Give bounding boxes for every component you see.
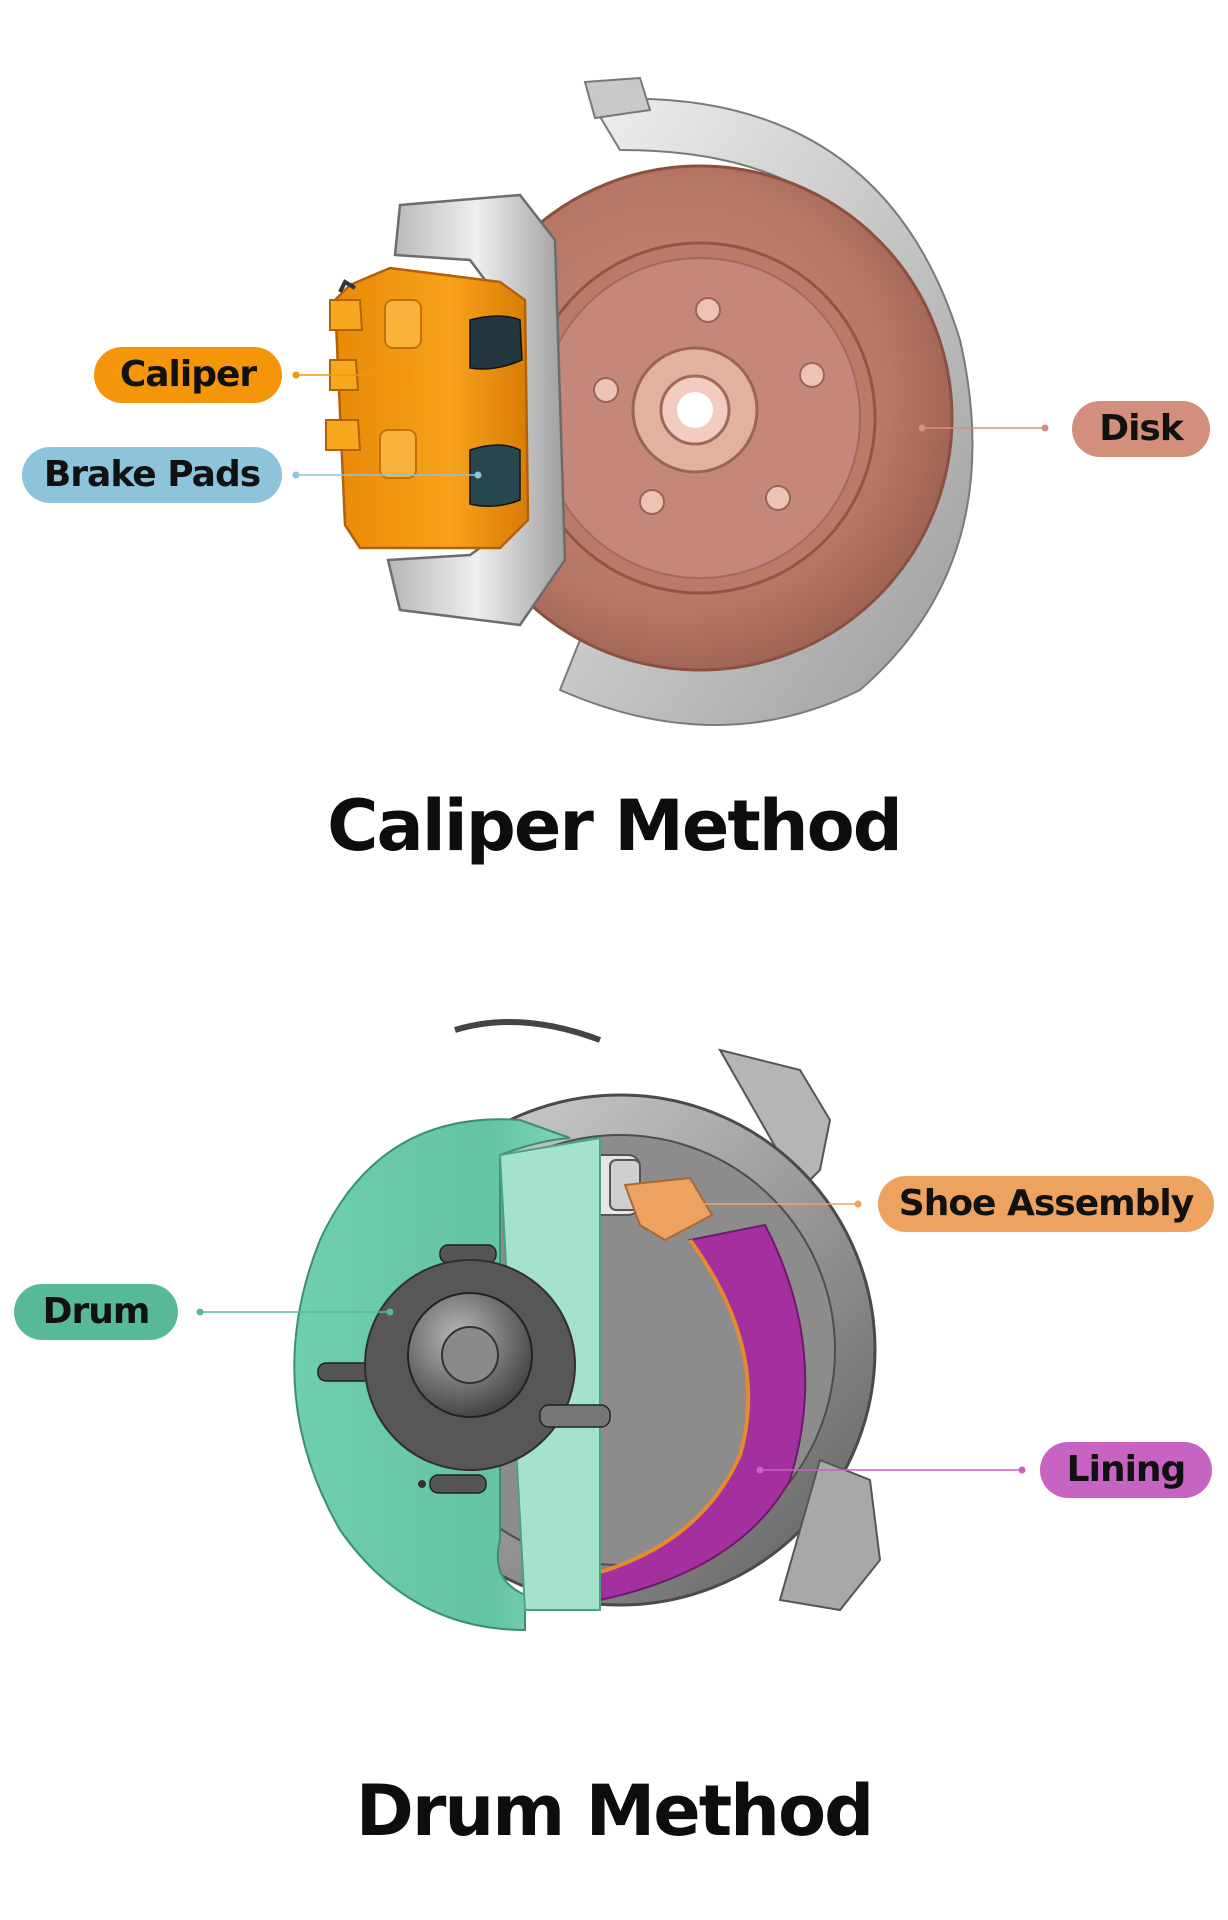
caliper-leader-line <box>292 371 414 379</box>
disk-leader-line <box>918 424 1049 432</box>
disc-brake-illustration <box>292 76 1049 726</box>
disk-label: Disk <box>1072 401 1210 457</box>
lining-label: Lining <box>1040 1442 1212 1498</box>
lining-leader-line <box>756 1466 1026 1474</box>
shoe-assembly-leader-line <box>696 1200 862 1208</box>
disk-rotor <box>446 164 954 672</box>
shoe-assembly-label: Shoe Assembly <box>878 1176 1214 1232</box>
drum-method-title: Drum Method <box>355 1770 874 1852</box>
brake-pads-label: Brake Pads <box>22 447 282 503</box>
drum-method-figure: Drum Shoe Assembly Lining Drum Method <box>0 1010 1228 1920</box>
caliper-method-title: Caliper Method <box>327 785 903 867</box>
shoe-assembly <box>623 1176 714 1242</box>
caliper-method-figure: Caliper Brake Pads Disk Caliper Method <box>0 0 1228 900</box>
brake-pads-leader-line <box>292 471 482 479</box>
caliper-label: Caliper <box>94 347 282 403</box>
wheel-hub <box>364 1259 611 1471</box>
drum-label: Drum <box>14 1284 178 1340</box>
drum-leader-line <box>196 1308 394 1316</box>
drum-brake-illustration <box>196 1019 1026 1632</box>
brake-pads <box>469 315 523 507</box>
